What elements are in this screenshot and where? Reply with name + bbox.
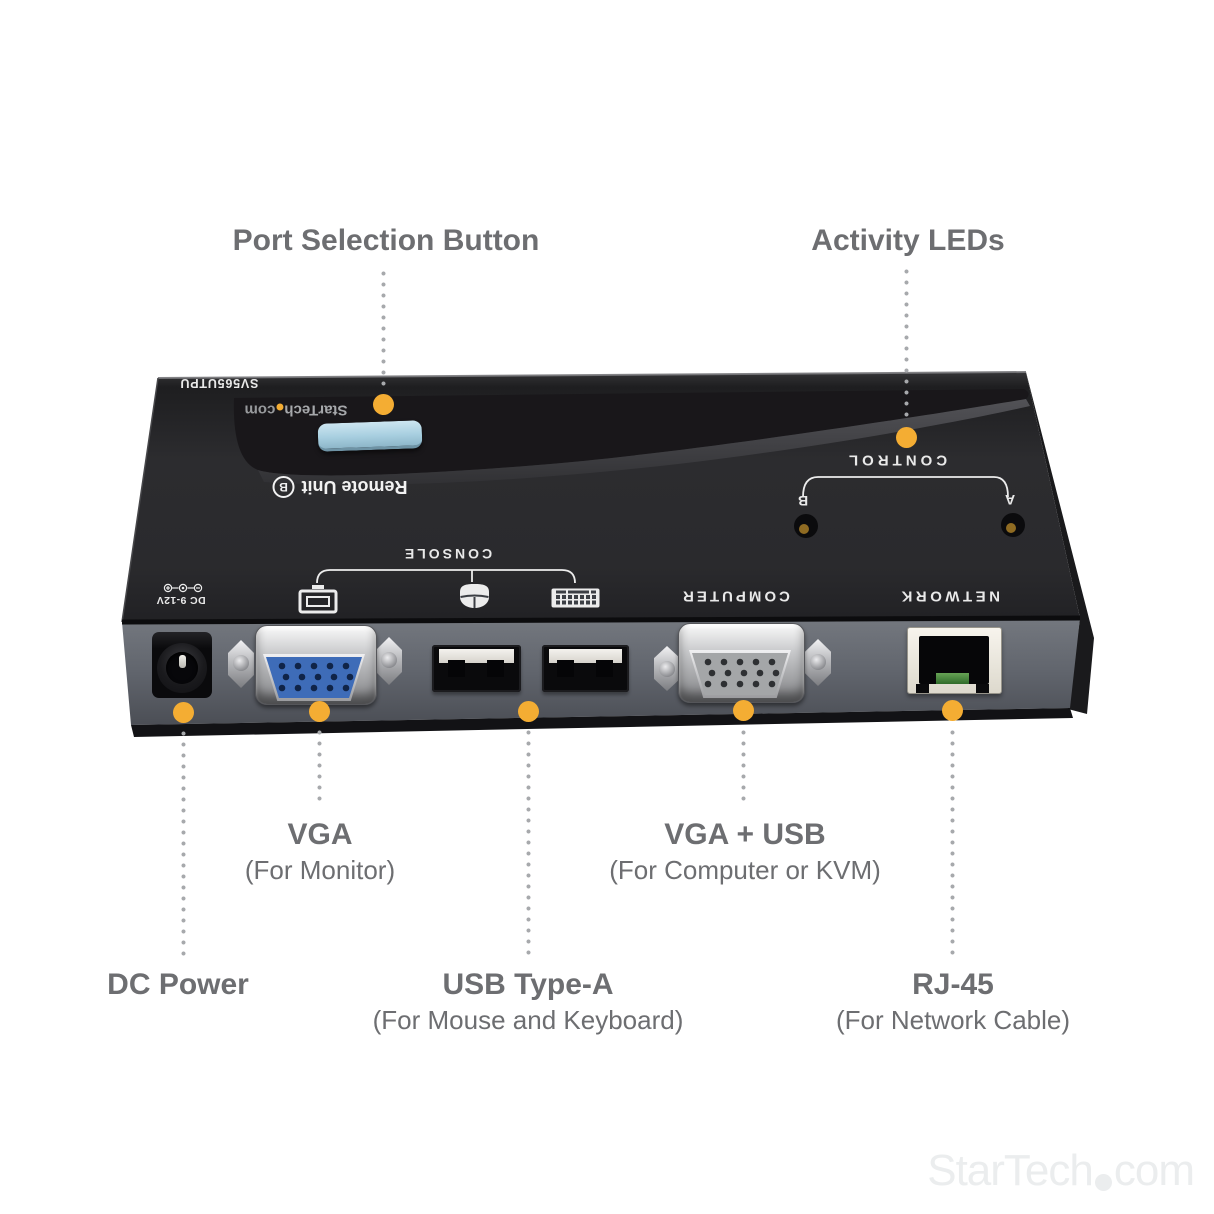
dc-jack-pin bbox=[179, 655, 186, 668]
vga-console-insert bbox=[266, 657, 362, 698]
port-selection-physical-button bbox=[317, 420, 423, 452]
device-right-side bbox=[1026, 372, 1094, 714]
startech-logo-dot-icon bbox=[276, 403, 284, 411]
screw-icon bbox=[810, 654, 826, 670]
vga-usb-title: VGA + USB bbox=[664, 818, 826, 851]
console-bracket bbox=[316, 569, 576, 584]
dc-polarity-icon bbox=[163, 583, 203, 593]
remote-unit-text: Remote Unit bbox=[301, 477, 408, 498]
usb-type-a-title: USB Type-A bbox=[442, 968, 614, 1001]
usb-port-1-contact bbox=[487, 660, 504, 677]
leader-port-selection bbox=[381, 268, 386, 392]
rj45-marker-dot bbox=[942, 700, 963, 721]
device-recess-sheen bbox=[258, 399, 1030, 485]
usb-port-1 bbox=[432, 645, 521, 692]
port-b-label: B bbox=[797, 493, 809, 509]
device-bottom-lip bbox=[131, 708, 1073, 737]
left-edge-bevel bbox=[121, 377, 159, 623]
remote-unit-id-badge: B bbox=[272, 476, 295, 498]
keyboard-icon bbox=[551, 588, 600, 608]
rj45-title: RJ-45 bbox=[912, 968, 994, 1001]
callout-dc-power: DC Power bbox=[107, 968, 249, 1002]
port-a-label: A bbox=[1004, 492, 1016, 508]
control-label: CONTROL bbox=[844, 451, 948, 469]
vga-monitor-marker-dot bbox=[309, 701, 330, 722]
watermark-dot-icon bbox=[1094, 1174, 1112, 1191]
vga-monitor-title: VGA bbox=[287, 818, 353, 851]
port-selection-label: Port Selection Button bbox=[232, 224, 540, 257]
dc-rating-label: DC 9-12V bbox=[156, 594, 206, 606]
usb-port-2 bbox=[542, 645, 629, 692]
watermark-brand: StarTech bbox=[927, 1146, 1094, 1195]
leader-dc-power bbox=[181, 728, 186, 958]
leader-rj45 bbox=[950, 727, 955, 957]
startech-watermark: StarTech com bbox=[927, 1146, 1195, 1196]
startech-logo-brand: StarTech bbox=[284, 401, 348, 419]
leader-vga-usb bbox=[741, 727, 746, 801]
callout-vga-usb: VGA + USB (For Computer or KVM) bbox=[609, 818, 881, 886]
dc-power-title: DC Power bbox=[107, 968, 249, 1001]
rj45-latch-notch bbox=[916, 684, 929, 693]
vga-console-rim bbox=[263, 654, 365, 701]
remote-unit-label: Remote Unit B bbox=[272, 476, 408, 498]
screw-icon bbox=[659, 661, 675, 677]
leader-usb bbox=[526, 727, 531, 957]
leader-vga-monitor bbox=[317, 727, 322, 801]
screw-icon bbox=[381, 652, 397, 668]
usb-type-a-subtitle: (For Mouse and Keyboard) bbox=[372, 1004, 684, 1035]
vga-computer-rim bbox=[689, 650, 791, 698]
console-label: CONSOLE bbox=[401, 546, 493, 562]
startech-logo-tld: com bbox=[244, 401, 276, 419]
control-bracket bbox=[802, 476, 1009, 498]
callout-usb-type-a: USB Type-A (For Mouse and Keyboard) bbox=[373, 968, 684, 1036]
usb-marker-dot bbox=[518, 701, 539, 722]
vga-console-pins bbox=[278, 662, 354, 692]
top-edge-bevel bbox=[157, 371, 1027, 379]
callout-port-selection: Port Selection Button bbox=[233, 224, 540, 258]
device-top-recess bbox=[233, 389, 1029, 476]
port-selection-marker-dot bbox=[373, 394, 394, 415]
dc-power-marker-dot bbox=[173, 702, 194, 723]
watermark-tld: com bbox=[1113, 1146, 1195, 1195]
usb-port-1-tongue bbox=[439, 649, 514, 663]
usb-port-2-contact bbox=[557, 660, 574, 677]
rj45-latch-notch bbox=[976, 684, 989, 693]
leader-activity-leds bbox=[904, 266, 909, 422]
computer-label: COMPUTER bbox=[680, 587, 790, 605]
screw-icon bbox=[233, 655, 249, 671]
callout-vga-monitor: VGA (For Monitor) bbox=[245, 818, 395, 886]
activity-leds-marker-dot bbox=[896, 427, 917, 448]
usb-port-2-contact bbox=[596, 660, 613, 677]
activity-leds-label: Activity LEDs bbox=[811, 224, 1005, 257]
usb-port-1-contact bbox=[448, 660, 465, 677]
usb-port-2-tongue bbox=[549, 649, 622, 663]
vga-computer-pins bbox=[704, 658, 780, 688]
network-label: NETWORK bbox=[898, 587, 1000, 605]
vga-computer-insert bbox=[692, 653, 788, 695]
rj45-subtitle: (For Network Cable) bbox=[835, 1004, 1071, 1035]
model-number: SV565UTPU bbox=[179, 376, 259, 390]
vga-usb-marker-dot bbox=[733, 700, 754, 721]
mouse-icon bbox=[460, 584, 489, 608]
dc-power-jack bbox=[152, 632, 212, 698]
rj45-port bbox=[907, 627, 1002, 694]
front-panel-fold-line bbox=[121, 615, 1081, 625]
rj45-pcb bbox=[936, 673, 969, 684]
monitor-icon bbox=[298, 585, 338, 614]
startech-logo: StarTech com bbox=[245, 402, 348, 419]
led-glint-b bbox=[799, 524, 809, 534]
callout-activity-leds: Activity LEDs bbox=[811, 224, 1004, 258]
vga-monitor-subtitle: (For Monitor) bbox=[244, 854, 396, 885]
callout-rj45: RJ-45 (For Network Cable) bbox=[836, 968, 1070, 1036]
vga-usb-subtitle: (For Computer or KVM) bbox=[609, 854, 881, 885]
led-glint-a bbox=[1006, 523, 1016, 533]
